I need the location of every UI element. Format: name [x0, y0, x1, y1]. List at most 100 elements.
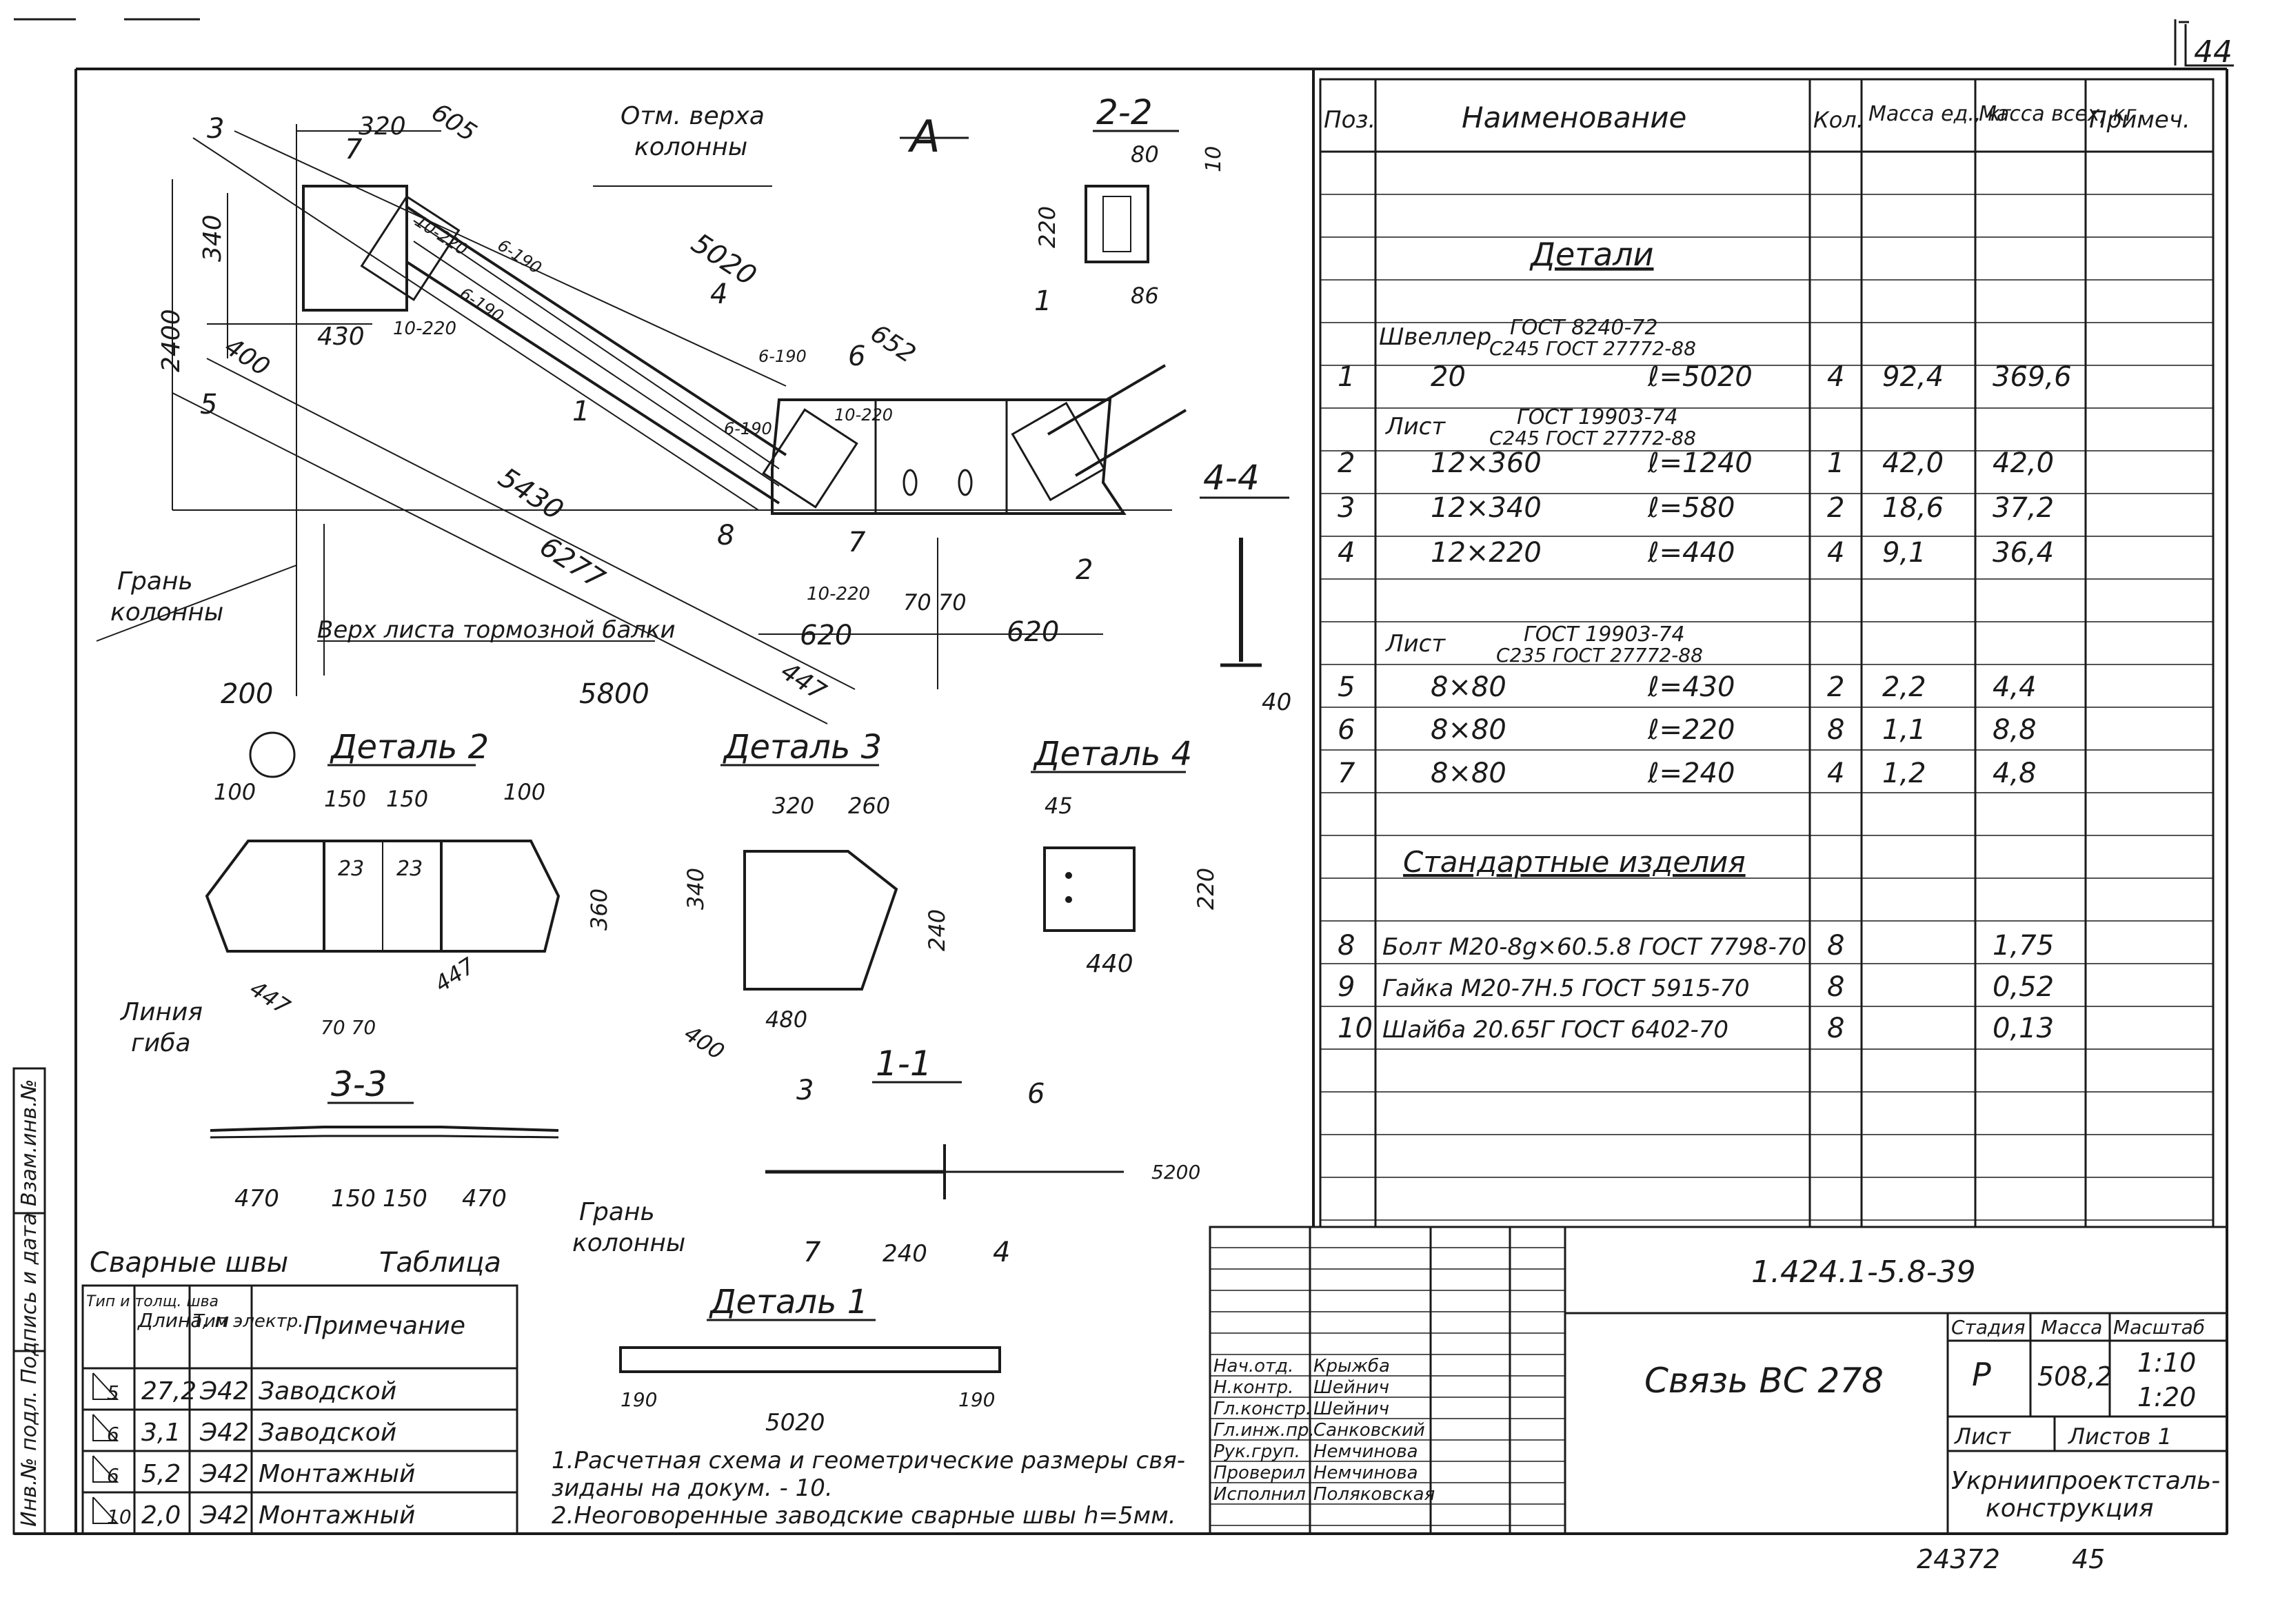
spec-row-length: ℓ=240: [1647, 758, 1735, 789]
tb-role: Н.контр.: [1213, 1377, 1293, 1398]
spec-row-pos: 6: [1338, 714, 1355, 746]
section-2-2-title: 2-2: [1096, 92, 1153, 132]
spec-table: Поз. Наименование Кол. Масса ед., кг Мас…: [1319, 78, 2215, 1228]
section-3-3-title: 3-3: [331, 1064, 387, 1104]
spec-row-pos: 5: [1338, 671, 1355, 703]
dim-10: 10: [1202, 146, 1226, 172]
d2-dim-100a: 100: [214, 779, 256, 805]
label-bend: Линия: [119, 998, 203, 1026]
welds-title: Сварные швы: [90, 1247, 288, 1279]
dim-5430: 5430: [493, 462, 569, 527]
spec-row-qty: 8: [1827, 714, 1844, 746]
welds-row-length: 2,0: [141, 1501, 181, 1530]
spec-row-name: 8×80: [1431, 714, 1506, 746]
spec-h-note: Примеч.: [2089, 106, 2190, 134]
pos-7b: 7: [848, 527, 866, 558]
tb-scale-h: Масштаб: [2113, 1316, 2205, 1339]
tb-mass: 508,2: [2037, 1361, 2112, 1392]
spec-row-mass-total: 369,6: [1993, 361, 2072, 393]
pos-2: 2: [1076, 554, 1093, 586]
spec-row-length: ℓ=220: [1647, 714, 1735, 746]
pos-7: 7: [345, 134, 363, 165]
section-3-3: 3-3 470 150 150 470: [210, 1064, 559, 1212]
spec-row-mass-unit: 42,0: [1882, 447, 1944, 479]
weld-10-220d: 10-220: [807, 584, 870, 605]
spec-row-qty: 4: [1827, 361, 1844, 393]
tb-code: 1.424.1-5.8-39: [1751, 1255, 1976, 1290]
spec-row-mass-total: 0,13: [1993, 1013, 2054, 1044]
label-face: Грань: [117, 567, 193, 596]
spec-row-pos: 3: [1338, 492, 1355, 524]
spec-row-pos: 10: [1338, 1013, 1373, 1044]
dim-86: 86: [1131, 283, 1159, 309]
tb-sheet-h: Лист: [1954, 1423, 2011, 1450]
spec-g2-name: Лист: [1384, 413, 1446, 440]
spec-row-mass-unit: 9,1: [1882, 537, 1926, 569]
pos-1-sect: 1: [1034, 285, 1051, 317]
tb-role: Гл.констр.: [1213, 1399, 1311, 1419]
s11-pos-4: 4: [993, 1237, 1010, 1268]
spec-g1-gost-bot: С245 ГОСТ 27772-88: [1489, 337, 1696, 360]
welds-row-note: Заводской: [259, 1377, 396, 1405]
spec-row-pos: 8: [1338, 930, 1355, 962]
dim-605: 605: [426, 98, 481, 148]
pos-8: 8: [717, 520, 734, 551]
weld-10-220c: 10-220: [834, 405, 893, 425]
spec-row-pos: 4: [1338, 537, 1355, 569]
spec-row-length: ℓ=1240: [1647, 447, 1753, 479]
d2-dim-7070: 70 70: [321, 1016, 376, 1039]
footer-number: 24372: [1917, 1544, 2000, 1574]
dim-2400: 2400: [157, 309, 185, 372]
d3-dim-260: 260: [848, 793, 890, 819]
spec-g2-gost-bot: С245 ГОСТ 27772-88: [1489, 427, 1696, 449]
tb-role: Исполнил: [1213, 1484, 1306, 1505]
weld-6-190c: 6-190: [758, 347, 807, 366]
detail-3: Деталь 3 320 260 340 480 400 240: [680, 728, 950, 1065]
tb-stage: Р: [1972, 1356, 1991, 1393]
title-block: 1.424.1-5.8-39 Связь ВС 278 Стадия Масса…: [1209, 1226, 2228, 1535]
d2-dim-150b: 150: [386, 786, 428, 812]
tb-role-name: Поляковская: [1313, 1484, 1435, 1505]
s11-dim-240: 240: [883, 1240, 927, 1268]
dim-340: 340: [199, 214, 227, 262]
main-view: 320 605 340 2400 430 400 5020 652 5430 6…: [96, 98, 1187, 778]
d4-dim-45: 45: [1045, 793, 1073, 819]
dim-200: 200: [221, 678, 273, 710]
spec-row-name: Шайба 20.65Г ГОСТ 6402-70: [1382, 1016, 1728, 1044]
spec-row-mass-total: 8,8: [1993, 714, 2037, 746]
spec-h-m1: Масса ед., кг: [1868, 102, 2011, 126]
welds-row-electrode: Э42: [199, 1377, 249, 1405]
spec-row-mass-total: 36,4: [1993, 537, 2054, 569]
welds-h-el: Тип электр.: [193, 1311, 304, 1332]
section-1-1: 1-1 5200 240 3 6 7 4 Грань колонны: [572, 1044, 1200, 1268]
welds-h-type: Тип и толщ. шва: [86, 1293, 219, 1310]
weld-6-190d: 6-190: [724, 419, 772, 438]
tb-role-name: Немчинова: [1313, 1441, 1418, 1462]
spec-row-mass-total: 4,4: [1993, 671, 2037, 703]
s11-pos-3: 3: [796, 1075, 814, 1106]
tb-role-name: Шейнич: [1313, 1399, 1389, 1419]
section-1-1-title: 1-1: [876, 1044, 932, 1084]
tb-role: Гл.инж.пр.: [1213, 1420, 1315, 1441]
label-top-col: Отм. верха: [621, 102, 765, 130]
label-face-b: Грань: [579, 1198, 655, 1226]
dim-220: 220: [1034, 206, 1060, 248]
d4-dim-220: 220: [1193, 868, 1219, 910]
d2-dim-100b: 100: [503, 779, 545, 805]
spec-row-mass-unit: 1,2: [1882, 758, 1926, 789]
tb-roles: Нач.отд.КрыжбаН.контр.ШейничГл.констр.Ше…: [1213, 1356, 1435, 1505]
s33-dim-470b: 470: [462, 1185, 507, 1212]
vertical-stamp-text: Инв.№ подл. Подпись и дата Взам.инв.№: [17, 1079, 41, 1527]
detail-2-title: Деталь 2: [330, 728, 489, 767]
spec-g2-gost-top: ГОСТ 19903-74: [1517, 405, 1678, 429]
dim-320: 320: [359, 112, 406, 141]
section-4-4: 4-4 40: [1200, 458, 1291, 716]
dim-447: 447: [776, 657, 831, 707]
note-1: 1.Расчетная схема и геометрические разме…: [552, 1447, 1185, 1474]
detail-1: Деталь 1 5020 190 190: [619, 1283, 1001, 1437]
dim-620b: 620: [1007, 616, 1059, 648]
top-margin-marks: [14, 18, 2189, 65]
dim-7070: 70 70: [903, 589, 967, 616]
